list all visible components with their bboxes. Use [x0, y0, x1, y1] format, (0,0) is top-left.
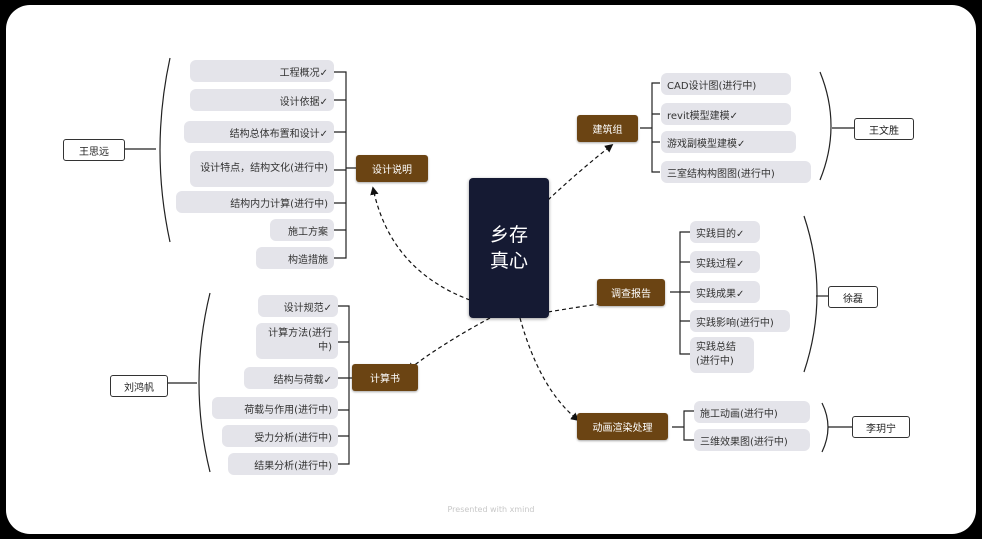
- leaf-architecture-4[interactable]: 三室结构构图图(进行中): [661, 161, 811, 183]
- leaf-text: 结构与荷载✓: [273, 374, 332, 386]
- connector-bottom-left: [406, 317, 491, 372]
- leaf-architecture-2[interactable]: revit模型建模✓: [661, 103, 791, 125]
- leaf-text: 设计特点，结构文化(进行中): [200, 163, 328, 174]
- owner-text: 王思远: [79, 146, 109, 158]
- branch-animation-render-label: 动画渲染处理: [592, 423, 653, 434]
- leaf-text: 实践总结(进行中): [696, 342, 736, 367]
- central-topic[interactable]: 乡存真心: [469, 178, 549, 318]
- leaf-animation-2[interactable]: 三维效果图(进行中): [694, 429, 810, 451]
- leaf-text: 设计依据✓: [279, 96, 328, 108]
- bracket-top-left: [334, 71, 356, 259]
- leaf-text: revit模型建模✓: [667, 110, 739, 122]
- leaf-text: 荷载与作用(进行中): [244, 404, 332, 416]
- leaf-calc-5[interactable]: 受力分析(进行中): [222, 425, 338, 447]
- leaf-text: 设计规范✓: [283, 302, 332, 314]
- leaf-survey-1[interactable]: 实践目的✓: [690, 221, 760, 243]
- leaf-text: 构造措施: [288, 254, 328, 266]
- owner-text: 徐磊: [843, 293, 863, 305]
- brace-top-left: [159, 57, 171, 243]
- owner-architecture: 王文胜: [854, 118, 914, 140]
- leaf-text: 实践成果✓: [696, 288, 745, 300]
- leaf-design-5[interactable]: 结构内力计算(进行中): [176, 191, 334, 213]
- leaf-calc-1[interactable]: 设计规范✓: [258, 295, 338, 317]
- owner-survey: 徐磊: [828, 286, 878, 308]
- branch-survey-report[interactable]: 调查报告: [597, 279, 665, 306]
- leaf-text: 三维效果图(进行中): [700, 436, 788, 448]
- mindmap-canvas: 乡存真心 建筑组 CAD设计图(进行中) revit模型建模✓ 游戏副模型建模✓…: [6, 5, 976, 534]
- leaf-design-2[interactable]: 设计依据✓: [190, 89, 334, 111]
- branch-architecture-label: 建筑组: [592, 125, 623, 136]
- leaf-text: 施工动画(进行中): [700, 408, 778, 420]
- brace-bottom-right: [821, 402, 829, 453]
- leaf-animation-1[interactable]: 施工动画(进行中): [694, 401, 810, 423]
- connector-top-right: [547, 143, 614, 201]
- leaf-architecture-3[interactable]: 游戏副模型建模✓: [661, 131, 796, 153]
- leaf-text: 结构内力计算(进行中): [230, 198, 328, 210]
- leaf-calc-2[interactable]: 计算方法(进行中): [256, 323, 338, 359]
- leaf-text: 受力分析(进行中): [254, 432, 332, 444]
- leaf-survey-3[interactable]: 实践成果✓: [690, 281, 760, 303]
- leaf-text: 实践影响(进行中): [696, 317, 774, 329]
- owner-text: 王文胜: [869, 125, 899, 137]
- leaf-architecture-1[interactable]: CAD设计图(进行中): [661, 73, 791, 95]
- branch-animation-render[interactable]: 动画渲染处理: [577, 413, 668, 440]
- bracket-mid-right: [670, 231, 690, 355]
- leaf-survey-5[interactable]: 实践总结(进行中): [690, 337, 754, 373]
- leaf-text: 结构总体布置和设计✓: [229, 128, 328, 140]
- leaf-design-3[interactable]: 结构总体布置和设计✓: [184, 121, 334, 143]
- leaf-design-1[interactable]: 工程概况✓: [190, 60, 334, 82]
- owner-design: 王思远: [63, 139, 125, 161]
- branch-calculation[interactable]: 计算书: [352, 364, 418, 391]
- bracket-bottom-right: [672, 410, 694, 441]
- leaf-text: CAD设计图(进行中): [667, 80, 757, 92]
- brace-mid-right: [803, 215, 818, 373]
- branch-survey-report-label: 调查报告: [611, 289, 651, 300]
- branch-calculation-label: 计算书: [370, 374, 400, 385]
- leaf-text: 游戏副模型建模✓: [667, 138, 746, 150]
- leaf-text: 三室结构构图图(进行中): [667, 168, 775, 180]
- footer-watermark: Presented with xmind: [447, 505, 535, 514]
- leaf-text: 实践目的✓: [696, 228, 745, 240]
- owner-text: 李玥宁: [866, 423, 896, 435]
- leaf-text: 工程概况✓: [279, 67, 328, 79]
- bracket-bottom-left: [337, 305, 352, 465]
- leaf-design-4[interactable]: 设计特点，结构文化(进行中): [190, 151, 334, 187]
- brace-top-right: [819, 71, 832, 181]
- connector-top-left: [370, 186, 471, 301]
- connector-lines: [125, 57, 855, 473]
- owner-calculation: 刘鸿帆: [110, 375, 168, 397]
- branch-architecture[interactable]: 建筑组: [577, 115, 638, 142]
- leaf-calc-3[interactable]: 结构与荷载✓: [244, 367, 338, 389]
- leaf-text: 施工方案: [288, 226, 328, 238]
- leaf-design-6[interactable]: 施工方案: [270, 219, 334, 241]
- branch-design-notes[interactable]: 设计说明: [356, 155, 428, 182]
- leaf-design-7[interactable]: 构造措施: [256, 247, 334, 269]
- bracket-top-right: [640, 82, 660, 173]
- leaf-text: 实践过程✓: [696, 258, 745, 270]
- owner-text: 刘鸿帆: [124, 382, 154, 394]
- leaf-calc-4[interactable]: 荷载与作用(进行中): [212, 397, 338, 419]
- brace-bottom-left: [198, 292, 211, 473]
- owner-animation: 李玥宁: [852, 416, 910, 438]
- leaf-survey-2[interactable]: 实践过程✓: [690, 251, 760, 273]
- leaf-calc-6[interactable]: 结果分析(进行中): [228, 453, 338, 475]
- leaf-text: 结果分析(进行中): [254, 460, 332, 472]
- branch-design-notes-label: 设计说明: [372, 165, 412, 176]
- leaf-survey-4[interactable]: 实践影响(进行中): [690, 310, 790, 332]
- central-topic-text: 乡存真心: [489, 224, 528, 272]
- leaf-text: 计算方法(进行中): [268, 328, 332, 353]
- connector-bottom-right: [519, 317, 580, 422]
